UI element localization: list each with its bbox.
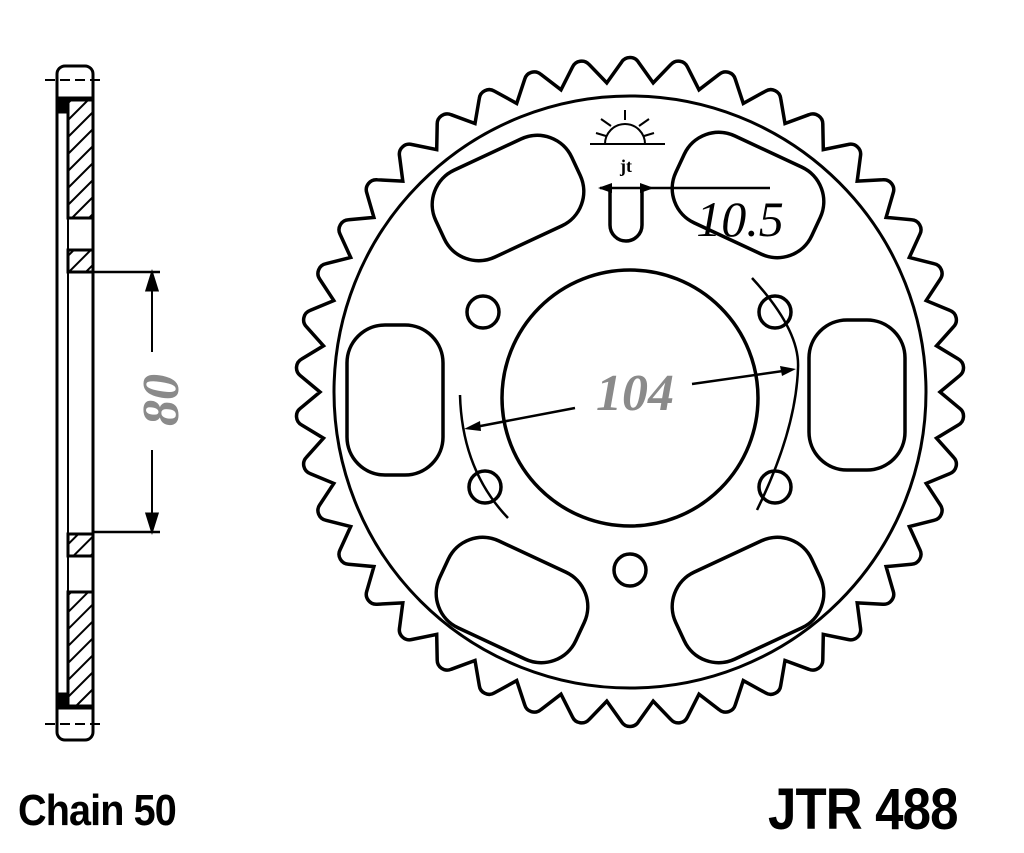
lightening-holes (345, 130, 907, 665)
side-profile (45, 64, 160, 742)
bolt-dimension-label: 10.5 (696, 191, 784, 247)
bolt-hole (757, 294, 793, 330)
bolt-slot (608, 190, 644, 243)
rim-circle (332, 94, 928, 690)
chain-label: Chain 50 (18, 786, 177, 835)
part-number-label: JTR 488 (768, 777, 958, 842)
lightening-hole (345, 323, 445, 477)
center-bore (500, 268, 760, 528)
sprocket-front (294, 55, 966, 729)
lightening-hole (670, 535, 826, 665)
lightening-hole (434, 535, 590, 665)
lightening-hole (807, 318, 907, 472)
pcd-arc (458, 394, 509, 519)
bolt-hole (465, 294, 501, 330)
lightening-hole (670, 130, 826, 260)
bore-dimension-label: 80 (133, 374, 190, 426)
symbol-text: jt (619, 156, 632, 176)
bolt-hole (467, 469, 503, 505)
sprocket-teeth-outline (294, 55, 966, 729)
pcd-dimension-label: 104 (596, 365, 674, 422)
pcd-arc (751, 277, 800, 511)
bolt-hole (612, 552, 648, 588)
lightening-hole (430, 133, 586, 263)
sun-logo-icon (590, 110, 665, 145)
